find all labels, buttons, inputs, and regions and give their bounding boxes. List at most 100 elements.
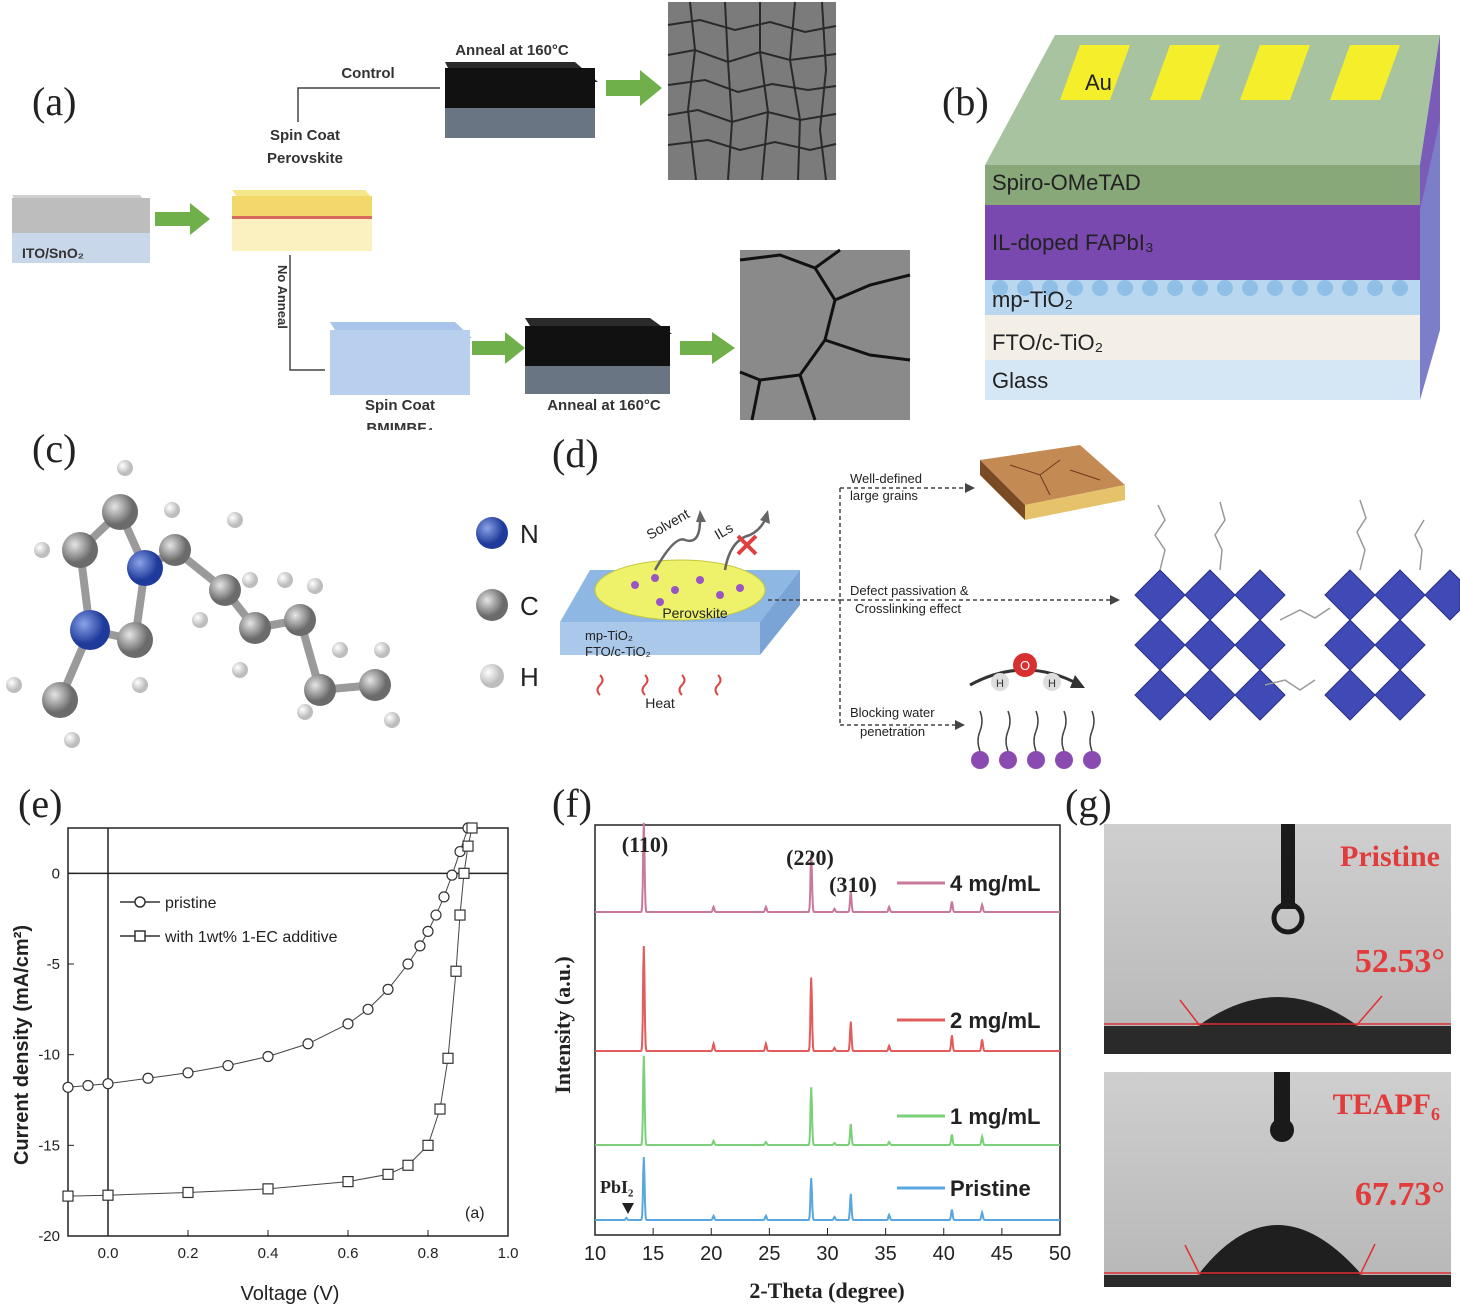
- panel-g-contact-angle: Pristine 52.53° TEAPF₆ 67.73°: [1104, 824, 1451, 1287]
- layer-label-mp-tio2: mp-TiO₂: [992, 287, 1073, 312]
- svg-text:H: H: [1048, 678, 1056, 690]
- xrd-trace-2: [595, 1055, 1060, 1146]
- heat-text: Heat: [645, 695, 675, 711]
- data-point-pristine: [402, 958, 414, 970]
- anneal-bottom-label: Anneal at 160°C: [547, 397, 661, 414]
- data-point-pristine: [342, 1018, 354, 1030]
- x-tick-label: 20: [700, 1243, 722, 1265]
- layer-label-au: Au: [1085, 70, 1112, 95]
- x-tick-label: 0.2: [178, 1245, 199, 1262]
- data-point-ec-additive: [262, 1183, 274, 1195]
- panel-b-device-stack: Au Spiro-OMeTAD IL-doped FAPbI₃ mp-TiO₂ …: [985, 35, 1440, 400]
- panel-label-g: (g): [1065, 781, 1112, 826]
- data-point-pristine: [142, 1072, 154, 1084]
- water-hydrogen-icon: [991, 673, 1009, 691]
- data-point-pristine: [362, 1003, 374, 1015]
- perovskite-layer: [232, 196, 372, 216]
- arrow-icon: [472, 332, 525, 364]
- x-tick-label: 45: [991, 1243, 1013, 1265]
- data-point-pristine: [446, 869, 458, 881]
- data-point-pristine: [62, 1081, 74, 1093]
- xrd-trace-0: [595, 822, 1060, 913]
- h-atom-icon: [480, 664, 504, 688]
- x-tick-label: 35: [875, 1243, 897, 1265]
- perovskite-text: Perovskite: [662, 605, 728, 621]
- angle-teapf6: 67.73°: [1355, 1176, 1445, 1213]
- au-electrode: [1330, 45, 1400, 100]
- branch2-line2: Crosslinking effect: [855, 601, 961, 616]
- fto-layer: [985, 315, 1420, 360]
- perovskite-octahedra-left: [1134, 569, 1286, 721]
- c-atom-icon: [476, 589, 508, 621]
- x-axis-label: Voltage (V): [241, 1283, 340, 1305]
- legend-label-2: 1 mg/mL: [950, 1104, 1040, 1129]
- needle-icon: [1281, 824, 1295, 909]
- au-electrode: [1240, 45, 1310, 100]
- panel-label-c: (c): [32, 426, 77, 471]
- bmimbf4-label: BMIMBF₄: [366, 420, 433, 430]
- spin-coat-bmim-label: Spin Coat: [365, 397, 435, 414]
- water-oxygen-icon: [1013, 653, 1037, 677]
- no-anneal-label: No Anneal: [275, 265, 290, 329]
- droplet-icon: [1198, 1225, 1362, 1275]
- angle-pristine: 52.53°: [1355, 943, 1445, 980]
- data-point-ec-additive: [182, 1186, 194, 1199]
- ito-label: ITO/SnO₂: [22, 245, 84, 261]
- data-point-pristine: [430, 909, 442, 921]
- annealed-film-bottom: [525, 326, 670, 366]
- series-line-1: [67, 827, 473, 1197]
- substrate-slab: [560, 622, 760, 655]
- panel-a-schematic: ITO/SnO₂ Spin Coat Perovskite Control An…: [12, 1, 911, 430]
- layer-label-spiro: Spiro-OMeTAD: [992, 170, 1141, 195]
- panel-label-f: (f): [552, 781, 592, 826]
- legend-ec-additive: with 1wt% 1-EC additive: [164, 929, 338, 946]
- glass-layer: [985, 360, 1420, 400]
- branch1-line1: Well-defined: [850, 471, 922, 486]
- arrow-icon: [155, 203, 210, 235]
- data-point-pristine: [102, 1078, 114, 1090]
- data-point-pristine: [82, 1079, 94, 1092]
- x-tick-label: 30: [816, 1243, 838, 1265]
- plot-frame: [67, 827, 509, 1237]
- bmim-coated-block: [330, 330, 470, 395]
- data-point-ec-additive: [62, 1190, 74, 1202]
- data-point-ec-additive: [382, 1168, 394, 1180]
- pbi2-label: PbI₂: [600, 1177, 633, 1197]
- heat-icon: [596, 674, 722, 696]
- large-grain-film: [980, 445, 1125, 505]
- data-point-ec-additive: [450, 965, 462, 977]
- fapbi3-layer: [985, 205, 1420, 280]
- data-point-pristine: [422, 925, 434, 937]
- x-tick-label: 50: [1049, 1243, 1071, 1265]
- x-tick-label: 25: [758, 1243, 780, 1265]
- legend-label-1: 2 mg/mL: [950, 1008, 1040, 1033]
- peak-label-310: (310): [829, 872, 877, 897]
- y-tick-label: -15: [38, 1137, 60, 1154]
- water-hydrogen-icon: [1043, 673, 1061, 691]
- data-point-pristine: [438, 891, 450, 903]
- x-tick-label: 15: [642, 1243, 664, 1265]
- data-point-ec-additive: [454, 909, 466, 921]
- data-point-pristine: [382, 983, 394, 995]
- au-electrode: [1060, 45, 1130, 100]
- branch3-line2: penetration: [860, 724, 925, 739]
- y-tick-label: -20: [38, 1228, 60, 1245]
- y-tick-label: -5: [47, 956, 60, 973]
- panel-label-b: (b): [942, 79, 989, 124]
- data-point-pristine: [302, 1038, 314, 1050]
- x-tick-label: 0.4: [258, 1245, 279, 1262]
- data-point-ec-additive: [466, 822, 478, 834]
- ils-text: ILs: [712, 519, 736, 542]
- legend-c: C: [520, 591, 539, 621]
- arrow-icon: [680, 332, 735, 364]
- annealed-film-top: [445, 68, 595, 108]
- legend-pristine: pristine: [165, 895, 217, 912]
- sem-image-large-grains: [739, 248, 911, 421]
- il-chains: [1154, 499, 1425, 691]
- control-label: Control: [341, 65, 394, 82]
- panel-label-a: (a): [32, 79, 77, 124]
- au-electrode: [1150, 45, 1220, 100]
- perovskite-label: Perovskite: [267, 150, 343, 167]
- peak-label-110: (110): [622, 832, 668, 857]
